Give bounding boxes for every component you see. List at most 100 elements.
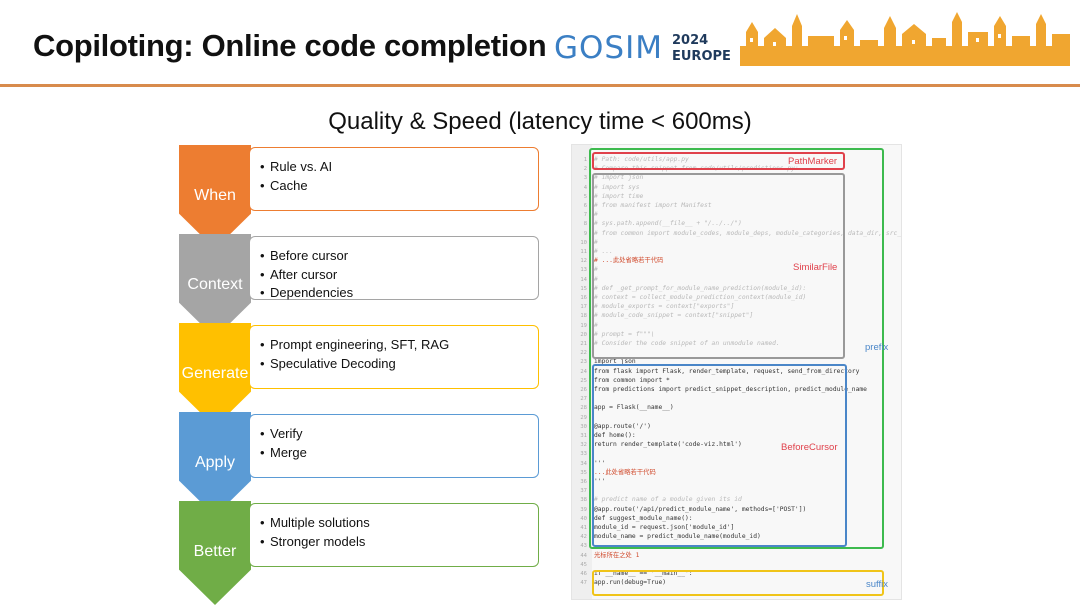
stage-context-label: Context bbox=[187, 276, 243, 293]
code-text: # Path: code/utils/app.py bbox=[594, 156, 689, 163]
stage-item: Rule vs. AI bbox=[260, 158, 538, 177]
code-text: 光标所在之处 1 bbox=[594, 551, 640, 559]
slide-title: Copiloting: Online code completion bbox=[33, 28, 547, 63]
code-text: if __name__ == '__main__': bbox=[594, 570, 693, 577]
code-text: ...此处省略若干代码 bbox=[594, 468, 656, 476]
line-number: 30 bbox=[580, 423, 587, 430]
line-number: 47 bbox=[580, 580, 587, 587]
code-text: # sys.path.append(__file__ + "/../../") bbox=[594, 220, 742, 228]
line-number: 17 bbox=[580, 304, 587, 311]
code-text: from common import * bbox=[594, 376, 670, 384]
stage-items-list: Multiple solutionsStronger models bbox=[250, 504, 538, 551]
stage-generate-card: Prompt engineering, SFT, RAGSpeculative … bbox=[249, 325, 539, 389]
code-text: # ...此处省略若干代码 bbox=[594, 257, 664, 265]
line-number: 40 bbox=[580, 515, 587, 522]
stage-items-list: Before cursorAfter cursorDependencies bbox=[250, 237, 538, 303]
code-text: # from manifest import Manifest bbox=[594, 202, 712, 209]
line-number: 19 bbox=[580, 322, 587, 329]
code-text: return render_template('code-viz.html') bbox=[594, 441, 742, 449]
line-number: 21 bbox=[580, 341, 587, 347]
line-number: 12 bbox=[580, 258, 587, 265]
line-number: 10 bbox=[580, 239, 587, 246]
line-number: 31 bbox=[580, 433, 587, 439]
line-number: 6 bbox=[583, 203, 587, 209]
code-text: from flask import Flask, render_template… bbox=[594, 367, 860, 375]
line-number: 36 bbox=[580, 479, 587, 485]
stage-item: Merge bbox=[260, 444, 538, 463]
code-text: # module_exports = context["exports"] bbox=[594, 303, 735, 311]
line-number: 42 bbox=[580, 534, 587, 541]
code-text: # import time bbox=[594, 192, 644, 200]
line-number: 2 bbox=[583, 166, 587, 173]
code-text: @app.route('/api/predict_module_name', m… bbox=[594, 505, 807, 513]
line-number: 44 bbox=[580, 552, 587, 559]
stage-item: Stronger models bbox=[260, 533, 538, 552]
stage-better-card: Multiple solutionsStronger models bbox=[249, 503, 539, 567]
line-number: 4 bbox=[583, 184, 587, 191]
path-marker-label: PathMarker bbox=[788, 156, 838, 167]
header-divider bbox=[0, 84, 1080, 87]
line-number: 29 bbox=[580, 414, 587, 421]
code-text: def suggest_module_name(): bbox=[594, 514, 693, 522]
prefix-label: prefix bbox=[865, 342, 889, 353]
suffix-label: suffix bbox=[866, 579, 889, 590]
code-text: # bbox=[594, 238, 598, 246]
code-text: @app.route('/') bbox=[594, 422, 651, 430]
line-number: 15 bbox=[580, 285, 587, 292]
line-number: 25 bbox=[580, 377, 587, 384]
stage-when-card: Rule vs. AICache bbox=[249, 147, 539, 211]
stage-apply-card: VerifyMerge bbox=[249, 414, 539, 478]
line-number: 1 bbox=[583, 157, 587, 163]
code-text: # module_code_snippet = context["snippet… bbox=[594, 312, 754, 320]
slide-subtitle: Quality & Speed (latency time < 600ms) bbox=[328, 108, 752, 135]
logo-year: 2024 bbox=[672, 33, 709, 48]
line-number: 20 bbox=[580, 331, 587, 338]
code-text: app.run(debug=True) bbox=[594, 579, 667, 587]
line-number: 27 bbox=[580, 396, 587, 403]
line-number: 13 bbox=[580, 267, 587, 274]
line-number: 5 bbox=[583, 193, 587, 200]
line-number: 46 bbox=[580, 571, 587, 577]
code-text: # bbox=[594, 275, 598, 283]
code-text: ''' bbox=[594, 478, 606, 485]
code-text: from predictions import predict_snippet_… bbox=[594, 386, 867, 393]
line-number: 22 bbox=[580, 350, 587, 357]
stage-item: Dependencies bbox=[260, 284, 538, 303]
path-marker-box bbox=[592, 152, 845, 170]
prefix-box bbox=[589, 148, 884, 549]
code-text: # ... bbox=[594, 248, 613, 255]
suffix-box bbox=[592, 570, 884, 596]
stage-better-label: Better bbox=[193, 543, 237, 560]
line-number-gutter bbox=[572, 145, 592, 599]
line-number: 8 bbox=[583, 221, 587, 228]
similar-file-label: SimilarFile bbox=[793, 262, 838, 273]
code-text: # bbox=[594, 266, 598, 274]
before-cursor-box bbox=[592, 364, 847, 547]
stage-item: Before cursor bbox=[260, 247, 538, 266]
city-skyline-icon bbox=[740, 12, 1070, 66]
line-number: 18 bbox=[580, 313, 587, 320]
line-number: 39 bbox=[580, 506, 587, 513]
code-text: module_id = request.json['module_id'] bbox=[594, 524, 735, 531]
code-text: # predict name of a module given its id bbox=[594, 496, 742, 504]
line-number: 28 bbox=[580, 405, 587, 412]
gosim-logo: GOSIM bbox=[550, 30, 667, 66]
code-text: # context = collect_module_prediction_co… bbox=[594, 294, 807, 301]
line-number: 3 bbox=[583, 175, 587, 182]
code-text: # bbox=[594, 211, 598, 219]
stage-item: Multiple solutions bbox=[260, 514, 538, 533]
line-number: 35 bbox=[580, 469, 587, 476]
stage-item: After cursor bbox=[260, 266, 538, 285]
code-text: app = Flask(__name__) bbox=[594, 404, 674, 412]
line-number: 43 bbox=[580, 543, 587, 550]
similar-file-box bbox=[592, 173, 845, 359]
stage-item: Prompt engineering, SFT, RAG bbox=[260, 336, 538, 355]
line-number: 23 bbox=[580, 359, 587, 366]
code-text: ''' bbox=[594, 459, 606, 467]
stage-items-list: VerifyMerge bbox=[250, 415, 538, 462]
stage-items-list: Rule vs. AICache bbox=[250, 148, 538, 195]
stage-item: Speculative Decoding bbox=[260, 355, 538, 374]
line-number: 24 bbox=[580, 368, 587, 375]
stage-when-label: When bbox=[194, 187, 236, 204]
